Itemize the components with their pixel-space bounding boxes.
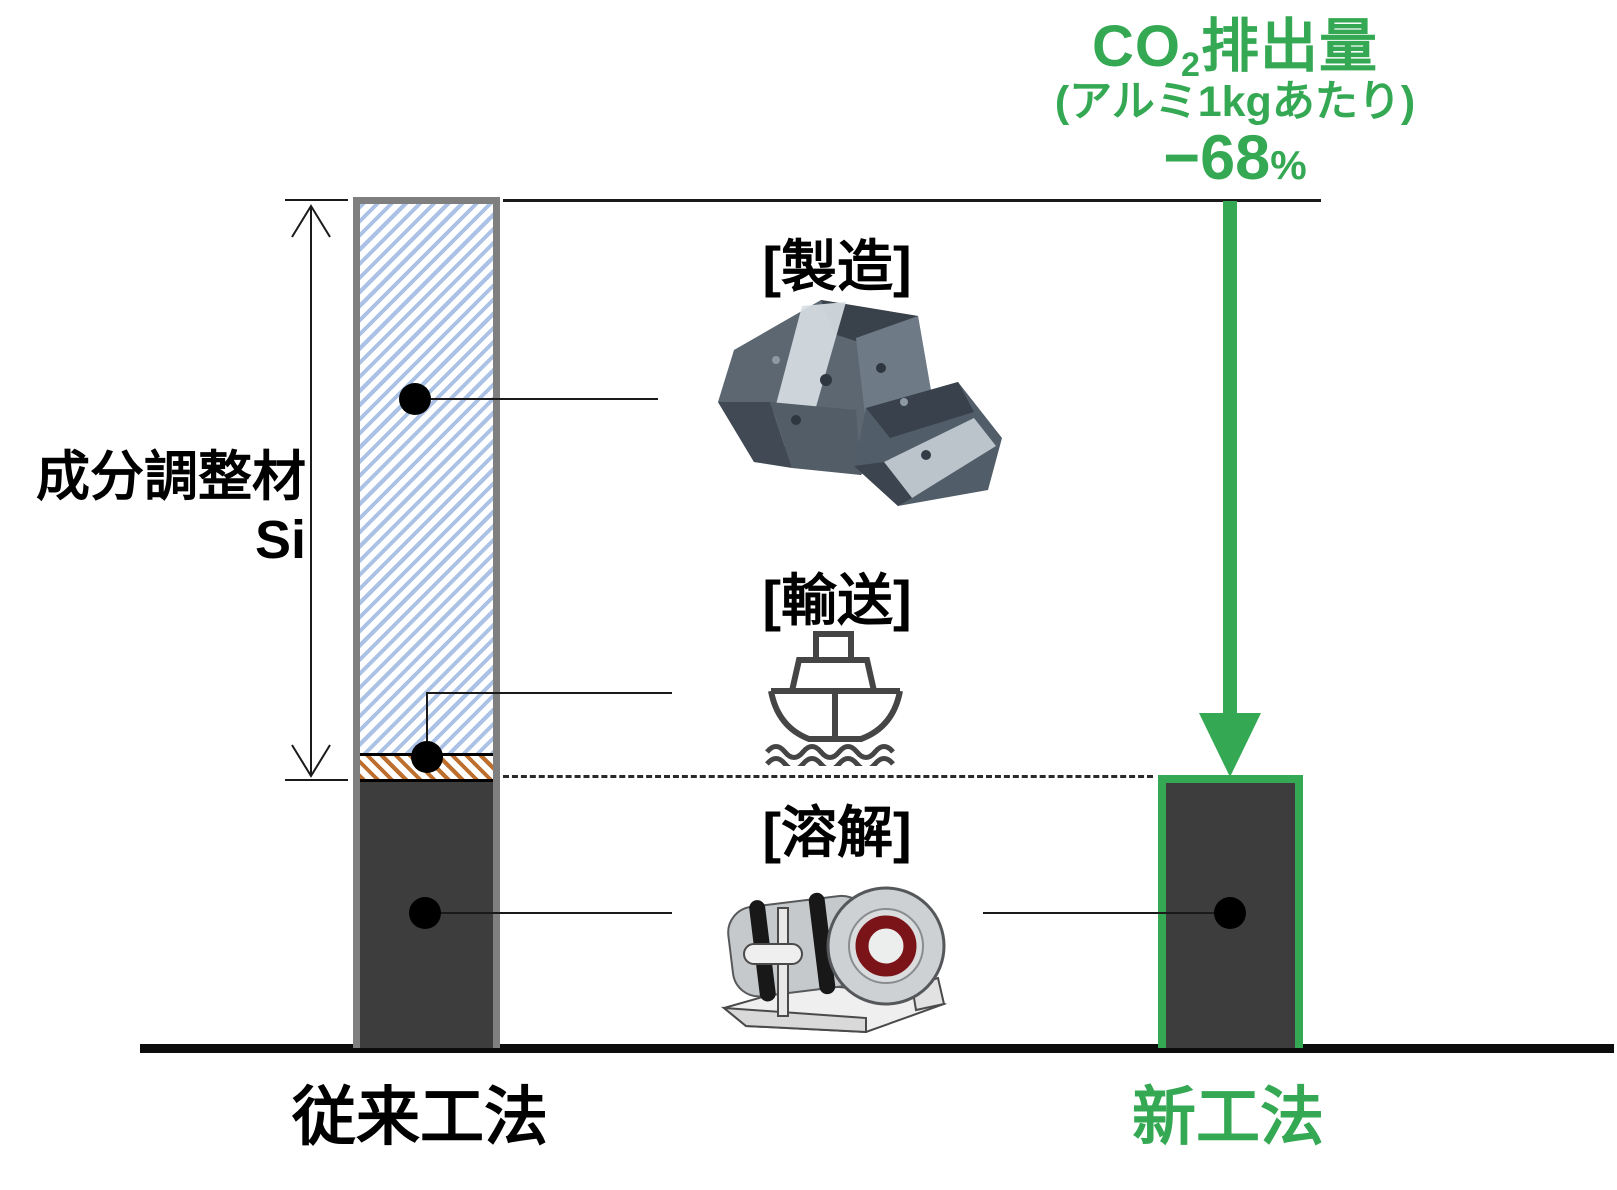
- green-down-arrow-icon: [1223, 201, 1237, 717]
- label-melting: [溶解]: [762, 801, 912, 864]
- reduction-unit: %: [1270, 141, 1307, 188]
- si-adjustment-label-line1: 成分調整材: [36, 447, 306, 507]
- melting-furnace-icon: [720, 886, 948, 1034]
- co2-prefix: CO: [1092, 14, 1182, 79]
- label-manufacturing: [製造]: [762, 235, 912, 298]
- co2-emissions-title: CO2排出量 (アルミ1kgあたり) −68%: [1020, 14, 1450, 190]
- top-reference-line: [503, 199, 1321, 202]
- dashed-reference-line: [503, 775, 1153, 778]
- co2-subscript: 2: [1181, 46, 1201, 84]
- callout-dots: [399, 383, 1246, 929]
- segment-si-manufacturing: [360, 204, 493, 753]
- axis-label-new: 新工法: [1132, 1081, 1324, 1153]
- si-adjustment-label: 成分調整材 Si: [18, 446, 306, 571]
- co2-subtitle: (アルミ1kgあたり): [1054, 77, 1416, 126]
- label-transport: [輸送]: [762, 569, 912, 632]
- bar-conventional: [353, 197, 500, 1048]
- ship-icon: [765, 631, 903, 766]
- baseline: [140, 1044, 1614, 1053]
- co2-suffix: 排出量: [1200, 14, 1378, 79]
- co2-title-line: CO2排出量: [1020, 14, 1450, 83]
- green-down-arrow-head: [1199, 713, 1261, 777]
- dimension-arrow: [285, 199, 348, 781]
- reduction-badge: −68%: [1020, 126, 1450, 190]
- silicon-rock-image: [718, 300, 1002, 506]
- si-adjustment-label-line2: Si: [254, 509, 306, 570]
- axis-label-conventional: 従来工法: [292, 1081, 548, 1153]
- reduction-value: −68: [1163, 122, 1271, 193]
- callout-lines: [415, 398, 1230, 914]
